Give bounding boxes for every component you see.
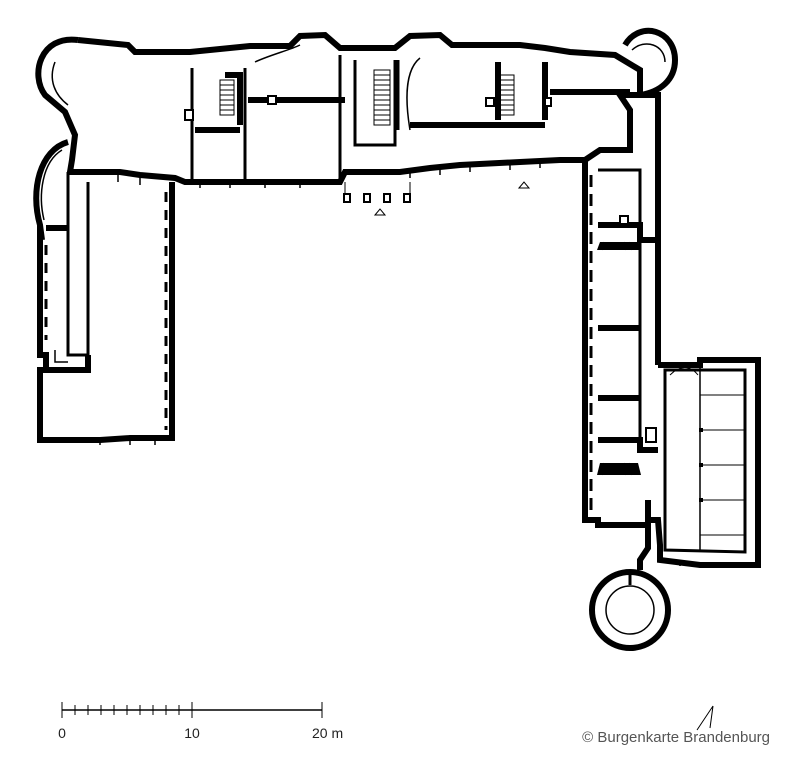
central-staircase bbox=[373, 69, 391, 126]
east-stair-south bbox=[597, 462, 641, 476]
south-east-hall bbox=[648, 357, 761, 568]
scale-label-10: 10 bbox=[184, 725, 200, 741]
scale-bar: 0 10 20 m bbox=[58, 702, 343, 741]
east-wing bbox=[582, 92, 661, 528]
scale-label-20m: 20 m bbox=[312, 725, 343, 741]
entrance-porch bbox=[343, 181, 531, 216]
west-stair bbox=[219, 79, 235, 116]
east-stair bbox=[499, 74, 515, 116]
scale-label-0: 0 bbox=[58, 725, 66, 741]
north-arrow-icon bbox=[696, 705, 714, 731]
credit-text: © Burgenkarte Brandenburg bbox=[582, 729, 770, 746]
south-east-round-tower bbox=[589, 525, 671, 651]
north-wing bbox=[35, 27, 679, 216]
east-stair-north bbox=[597, 241, 641, 251]
west-wing bbox=[33, 139, 175, 445]
